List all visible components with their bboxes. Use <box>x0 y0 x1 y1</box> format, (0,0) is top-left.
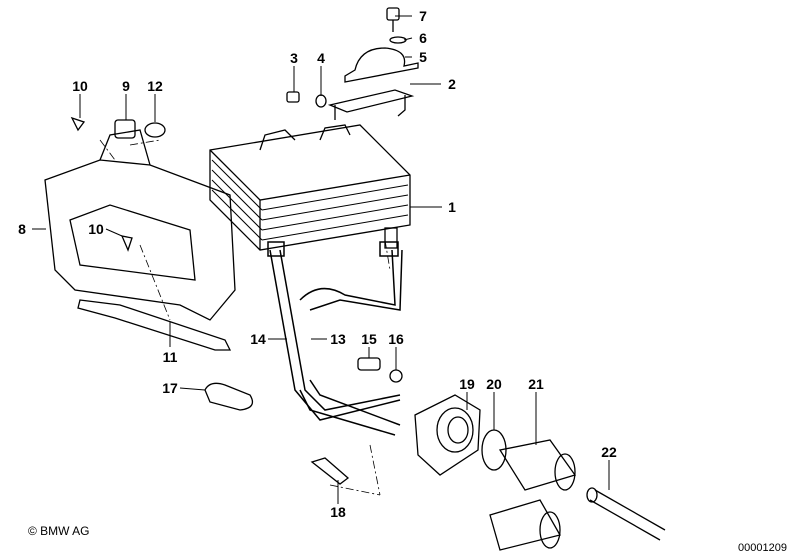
oil-cooler <box>209 124 411 251</box>
part-label-2: 2 <box>448 76 456 92</box>
seal-ring-16 <box>389 369 403 383</box>
grommet-12 <box>144 122 166 138</box>
clip-9 <box>114 119 136 139</box>
diagram-number: 00001209 <box>738 542 787 554</box>
part-label-15: 15 <box>361 331 377 347</box>
part-label-10: 10 <box>72 78 88 94</box>
part-label-8: 8 <box>18 221 26 237</box>
part-label-11: 11 <box>162 349 178 365</box>
o-ring-20 <box>481 429 507 471</box>
part-label-10b: 10 <box>88 221 104 237</box>
part-label-12: 12 <box>147 78 163 94</box>
part-label-21: 21 <box>528 376 544 392</box>
part-label-19: 19 <box>459 376 475 392</box>
filter-housing <box>414 394 481 476</box>
clamp-assembly <box>286 7 419 120</box>
part-label-20: 20 <box>486 376 502 392</box>
part-label-17: 17 <box>162 380 178 396</box>
lower-bracket <box>77 299 232 351</box>
oil-lines <box>267 241 403 436</box>
part-label-7: 7 <box>419 8 427 24</box>
hose-clamp-17 <box>204 382 254 411</box>
bolt-18 <box>310 457 350 485</box>
leader-lines <box>32 15 610 504</box>
part-label-6: 6 <box>419 30 427 46</box>
banjo-bolt-15 <box>357 357 381 371</box>
part-label-18: 18 <box>330 504 346 520</box>
part-label-9: 9 <box>122 78 130 94</box>
cover-panel <box>44 129 236 321</box>
filter-tool-22 <box>586 487 666 541</box>
part-label-16: 16 <box>388 331 404 347</box>
part-label-1: 1 <box>448 199 456 215</box>
screw-10 <box>70 116 86 132</box>
part-label-14: 14 <box>250 331 266 347</box>
copyright-notice: © BMW AG <box>28 524 90 538</box>
screw-10b <box>120 235 133 252</box>
part-label-22: 22 <box>601 444 617 460</box>
part-label-5: 5 <box>419 49 427 65</box>
part-label-4: 4 <box>317 50 325 66</box>
part-label-13: 13 <box>330 331 346 347</box>
part-label-3: 3 <box>290 50 298 66</box>
oil-filter <box>489 439 577 551</box>
center-lines <box>99 139 391 496</box>
